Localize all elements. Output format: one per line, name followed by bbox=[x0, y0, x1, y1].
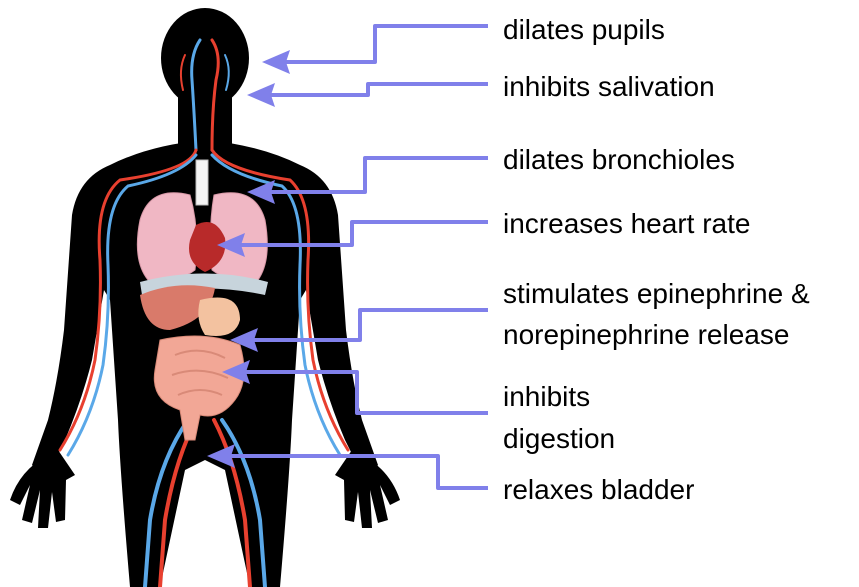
trachea bbox=[196, 160, 208, 205]
left-lung bbox=[137, 193, 196, 281]
label-dilates-bronchioles: dilates bronchioles bbox=[503, 140, 735, 180]
arrowhead-pupils bbox=[262, 50, 290, 74]
label-relaxes-bladder: relaxes bladder bbox=[503, 470, 694, 510]
arrow-pupils bbox=[270, 26, 488, 62]
label-dilates-pupils: dilates pupils bbox=[503, 10, 665, 50]
label-increases-heart-rate: increases heart rate bbox=[503, 204, 750, 244]
arrowhead-salivation bbox=[247, 83, 275, 107]
stomach bbox=[198, 298, 240, 337]
label-epinephrine-line1: stimulates epinephrine & bbox=[503, 274, 810, 314]
label-inhibits-digestion-line2: digestion bbox=[503, 419, 615, 459]
arrow-salivation bbox=[255, 84, 488, 95]
label-inhibits-salivation: inhibits salivation bbox=[503, 67, 715, 107]
label-inhibits-digestion-line1: inhibits bbox=[503, 377, 590, 417]
label-epinephrine-line2: norepinephrine release bbox=[503, 315, 789, 355]
